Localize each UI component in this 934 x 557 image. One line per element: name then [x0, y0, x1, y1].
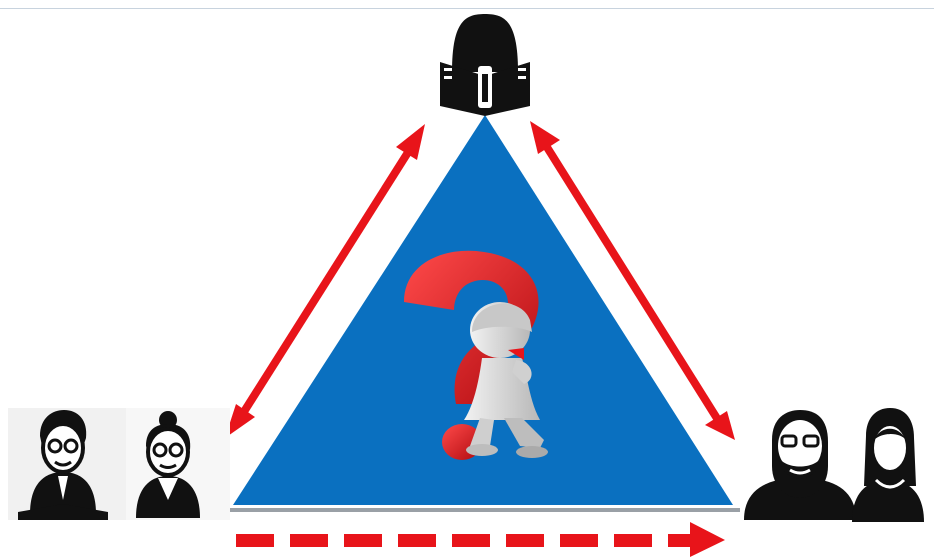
dashed-arrow-left-to-right	[236, 522, 725, 557]
teacher-male-icon	[8, 408, 126, 520]
woman-icon	[852, 408, 924, 522]
bearded-man-icon	[744, 410, 856, 520]
teacher-female-icon	[126, 408, 230, 520]
reader-with-book-icon	[440, 14, 530, 116]
